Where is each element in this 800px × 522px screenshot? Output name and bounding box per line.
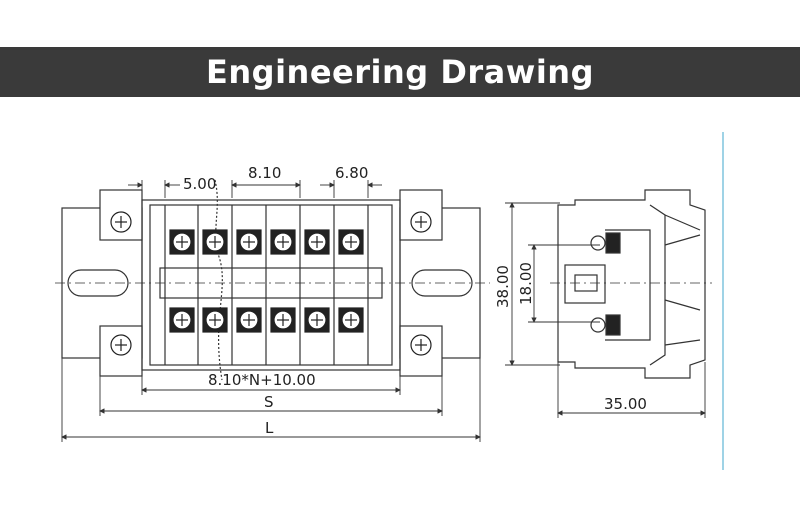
terminal-screw-icon [304,229,330,255]
side-dimensions [505,202,706,418]
right-slot [411,269,473,297]
side-screw-top [605,232,621,254]
top-dimensions [128,180,382,198]
dim-height-total-label: 38.00 [494,265,512,308]
terminal-screw-icon [338,229,364,255]
side-spring [649,204,666,366]
terminal-screw-icon [169,307,195,333]
side-outline [557,189,706,379]
side-contact [605,229,651,341]
mounting-screw-icon [110,211,132,233]
dim-gap-a-label: 5.00 [183,175,216,193]
dim-formula-label: 8.10*N+10.00 [208,371,316,389]
terminal-screw-icon [270,307,296,333]
mounting-screws [110,211,432,356]
dim-depth-label: 35.00 [604,395,647,413]
title-banner: Engineering Drawing [0,47,800,97]
side-screw-head-bottom [590,317,606,333]
banner-title: Engineering Drawing [206,53,594,91]
terminal-screw-icon [202,307,228,333]
front-view [55,179,490,381]
terminal-screw-icon [304,307,330,333]
terminal-screw-icon [236,307,262,333]
terminal-screw-icon [169,229,195,255]
mounting-screw-icon [410,334,432,356]
dim-l-label: L [265,419,274,437]
left-slot [67,269,129,297]
terminal-body-inner [149,204,393,366]
terminal-screws-bottom [169,307,364,333]
dim-gap-b-label: 6.80 [335,164,368,182]
side-view [550,189,712,379]
break-line [214,179,223,381]
dim-pitch-label: 8.10 [248,164,281,182]
side-screw-bottom [605,314,621,336]
mounting-screw-icon [110,334,132,356]
side-clip [664,214,701,346]
side-center-block [564,264,606,304]
dividers [164,205,369,365]
side-screw-head-top [590,235,606,251]
terminal-screws-top [169,229,364,255]
dim-height-inner-label: 18.00 [517,262,535,305]
dim-s-label: S [264,393,274,411]
bottom-dimensions [61,358,481,442]
terminal-screw-icon [338,307,364,333]
terminal-body [141,199,401,371]
mounting-screw-icon [410,211,432,233]
terminal-screw-icon [202,229,228,255]
terminal-screw-icon [236,229,262,255]
terminal-screw-icon [270,229,296,255]
